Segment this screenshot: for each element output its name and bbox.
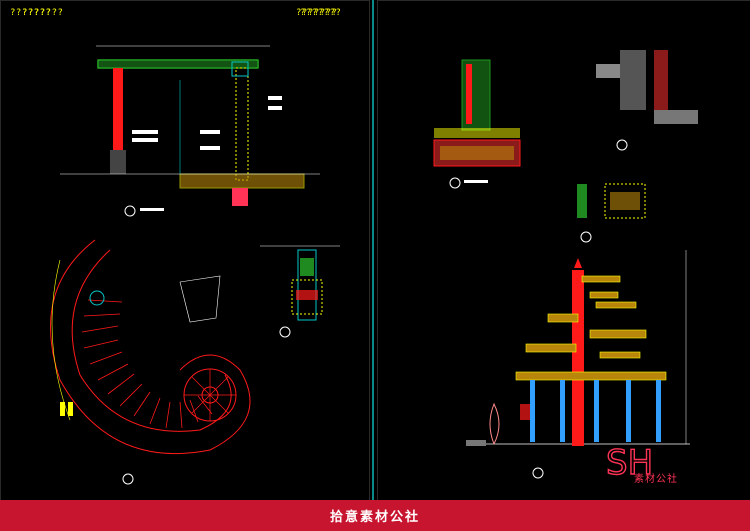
- logo-text: SH: [606, 443, 653, 483]
- right-sheet-title-right: ???????: [300, 8, 342, 18]
- spiral-stair-plan-drawing: [50, 239, 251, 485]
- wall-cap-detail-drawing: [596, 50, 698, 151]
- wall-section-drawing: [433, 59, 521, 189]
- watermark-text: 素材公社: [634, 474, 678, 485]
- left-sheet-title-right: ???????: [296, 8, 338, 18]
- cad-drawing: [50, 45, 698, 485]
- left-sheet-title: ???????: [10, 8, 52, 18]
- right-sheet-title: ???????: [22, 8, 64, 18]
- sh-logo: SH: [605, 442, 654, 483]
- pergola-section-drawing: [60, 45, 320, 217]
- footer-banner: 拾意素材公社: [0, 500, 750, 531]
- spiral-pergola-elevation-drawing: [466, 250, 690, 479]
- joint-detail-drawing: [577, 183, 646, 243]
- sheet-divider: [372, 0, 374, 500]
- column-detail-drawing: [260, 245, 340, 338]
- footer-text: 拾意素材公社: [329, 510, 420, 525]
